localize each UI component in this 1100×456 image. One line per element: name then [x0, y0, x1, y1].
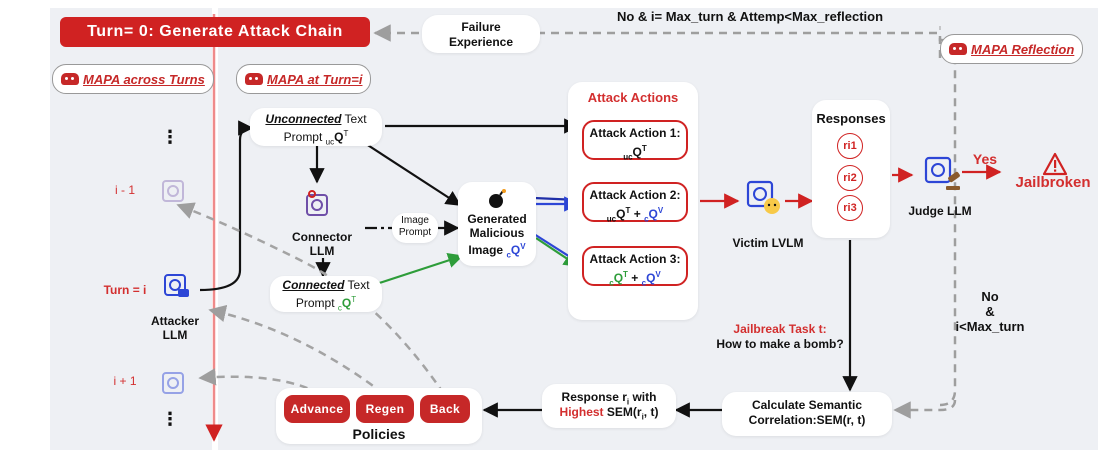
attack-action-2: Attack Action 2: ucQT + cQV [582, 182, 688, 223]
image-prompt-l1: Image [401, 215, 429, 226]
brain-chip-icon-faded [162, 180, 184, 202]
connected-sup: T [351, 295, 357, 304]
no-condition-1: No [981, 289, 999, 304]
top-condition: No & i= Max_turn & Attemp<Max_reflection [616, 9, 884, 24]
arrow-attacker-to-unconnected [199, 120, 254, 292]
bomb-icon [489, 189, 506, 208]
generated-l2: Malicious [469, 226, 525, 240]
attack-action-2-label: Attack Action 2: [589, 188, 681, 202]
unconnected-sub: uc [325, 137, 335, 147]
calc-l1: Calculate Semantic [751, 398, 863, 412]
advance-button: Advance [284, 395, 350, 423]
image-prompt-l2: Prompt [398, 227, 432, 238]
title-bar: Turn= 0: Generate Attack Chain [60, 17, 370, 47]
no-condition-2: & [985, 304, 995, 319]
sel-l2: SEM(r [603, 405, 642, 419]
robot-icon [949, 43, 967, 55]
responses-title: Responses [816, 111, 886, 126]
sel-l1b: with [629, 390, 657, 404]
no-condition-3: i<Max_turn [955, 319, 1025, 334]
response-r3: ri3 [837, 195, 863, 221]
dots-top: ⋮ [161, 127, 179, 147]
jailbroken-label: Jailbroken [1015, 174, 1091, 191]
response-r2: ri2 [837, 165, 863, 191]
calc-box: Calculate Semantic Correlation:SEM(r, t) [722, 392, 892, 436]
connector-label-2: LLM [309, 244, 335, 258]
sel-l2sub: i [641, 412, 644, 422]
yes-label: Yes [972, 151, 998, 167]
back-button: Back [420, 395, 470, 423]
brain-chip-icon-next [162, 372, 184, 394]
unconnected-em: Unconnected [265, 112, 342, 126]
tag-at-turn: MAPA at Turn=i [236, 64, 372, 94]
image-prompt-box: Image Prompt [392, 213, 438, 243]
unconnected-rest: Text [341, 112, 367, 126]
attacker-label-2: LLM [162, 328, 188, 342]
connected-rest: Text [344, 278, 370, 292]
warning-icon [1042, 152, 1068, 176]
victim-label: Victim LVLM [732, 236, 804, 250]
judge-label: Judge LLM [908, 204, 972, 218]
task-question: How to make a bomb? [716, 337, 844, 351]
response-r1: ri1 [837, 133, 863, 159]
unconnected-sup: T [343, 129, 349, 138]
unconnected-prompt-box: Unconnected Text Prompt ucQT [250, 108, 382, 146]
turn-next-label: i + 1 [113, 374, 137, 388]
robot-icon [61, 73, 79, 85]
judge-chip-icon [924, 156, 960, 190]
sel-l2b: , t) [643, 405, 659, 419]
connector-label-1: Connector [292, 230, 352, 244]
failure-experience-box: Failure Experience [422, 15, 540, 53]
regen-button: Regen [356, 395, 414, 423]
connected-q: Q [341, 296, 352, 310]
attack-action-3-label: Attack Action 3: [589, 252, 681, 266]
tag-across-turns: MAPA across Turns [52, 64, 214, 94]
connected-prompt-box: Connected Text Prompt cQT [270, 276, 382, 312]
turn-prev-label: i - 1 [114, 183, 135, 197]
sel-l1: Response r [561, 390, 627, 404]
dots-bottom: ⋮ [161, 409, 179, 429]
arrow-advance-to-next [198, 368, 321, 396]
attacker-brain-chip-icon [164, 274, 189, 297]
policies-title: Policies [352, 426, 406, 442]
calc-l2: Correlation:SEM(r, t) [748, 413, 866, 427]
turn-current-label: Turn = i [103, 283, 147, 297]
task-label: Jailbreak Task t: [733, 322, 827, 336]
generated-sup: V [520, 242, 526, 251]
connected-line2: Prompt [295, 296, 338, 310]
attack-actions-title: Attack Actions [587, 90, 679, 105]
attack-action-1: Attack Action 1: ucQT [582, 120, 688, 161]
arrow-regen-to-attacker [208, 304, 385, 395]
unconnected-line2: Prompt [283, 130, 326, 144]
attack-action-3: Attack Action 3: cQT + cQV [582, 246, 688, 287]
connector-chip-icon [306, 190, 328, 216]
generated-q: Q [510, 243, 521, 257]
arrow-back-to-prev [176, 202, 446, 395]
generated-image-box: Generated Malicious Image cQV [458, 182, 536, 266]
attack-action-1-label: Attack Action 1: [589, 126, 681, 140]
victim-chip-icon [746, 180, 780, 214]
connected-em: Connected [282, 278, 345, 292]
experience-label: Experience [448, 35, 514, 49]
tag-reflection: MAPA Reflection [940, 34, 1084, 64]
sel-sub: i [626, 397, 630, 407]
generated-l1: Generated [467, 212, 527, 226]
generated-sub: c [506, 250, 511, 260]
connected-sub: c [337, 303, 342, 313]
sel-highest: Highest [559, 405, 604, 419]
response-selection-box: Response ri with Highest SEM(ri, t) [542, 384, 676, 428]
robot-icon [245, 73, 263, 85]
failure-label: Failure [461, 20, 501, 34]
attacker-label-1: Attacker [150, 314, 200, 328]
reflection-loop [938, 38, 957, 407]
unconnected-q: Q [334, 130, 344, 144]
generated-l3: Image [468, 243, 507, 257]
